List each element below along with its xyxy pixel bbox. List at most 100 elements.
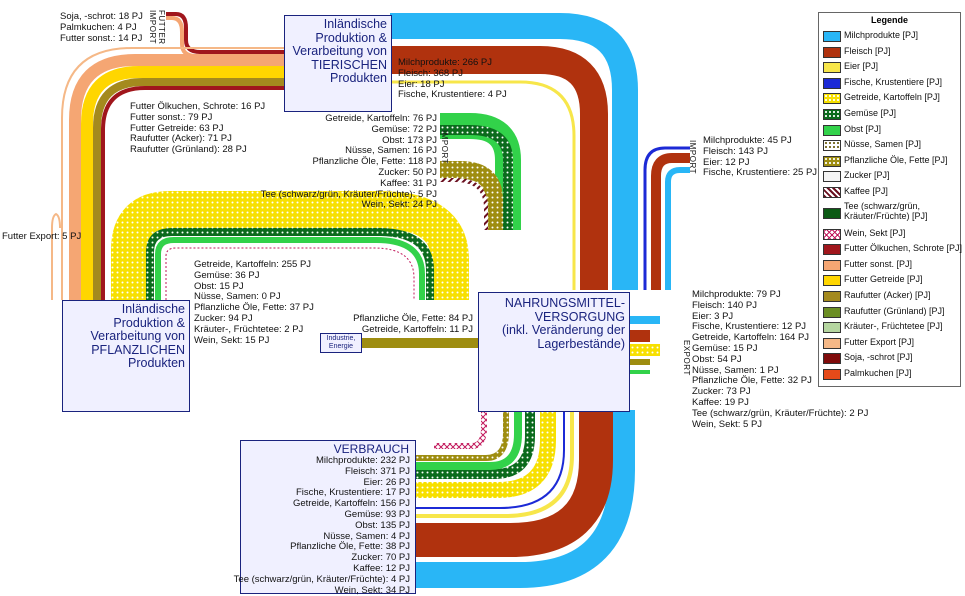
- tier-out-line: Fische, Krustentiere: 4 PJ: [398, 89, 507, 101]
- legend-label: Fleisch [PJ]: [844, 45, 891, 56]
- import-pflanz-line: Kaffee: 31 PJ: [380, 177, 437, 189]
- legend-label: Wein, Sekt [PJ]: [844, 227, 906, 238]
- legend-label: Raufutter (Acker) [PJ]: [844, 289, 931, 300]
- legend-label: Nüsse, Samen [PJ]: [844, 139, 922, 150]
- export-line: Obst: 54 PJ: [692, 353, 742, 365]
- legend-swatch: [823, 275, 841, 287]
- legend-swatch: [823, 244, 841, 256]
- legend-swatch: [823, 353, 841, 365]
- import-tier-line: Fleisch: 143 PJ: [703, 145, 768, 157]
- futter-import-labels: Soja, -schrot: 18 PJ Palmkuchen: 4 PJ Fu…: [60, 11, 143, 44]
- legend-item: Kaffee [PJ]: [822, 184, 957, 200]
- legend: Legende Milchprodukte [PJ]Fleisch [PJ]Ei…: [818, 12, 962, 387]
- futter-in-line: Raufutter (Grünland): 28 PJ: [130, 144, 247, 156]
- import-mid-vlabel: IMPORT: [440, 130, 449, 164]
- legend-label: Getreide, Kartoffeln [PJ]: [844, 92, 940, 103]
- industrie-line: Getreide, Kartoffeln: 11 PJ: [361, 323, 473, 335]
- export-line: Pflanzliche Öle, Fette: 32 PJ: [692, 375, 812, 387]
- legend-label: Milchprodukte [PJ]: [844, 30, 919, 40]
- export-line: Zucker: 73 PJ: [692, 386, 751, 398]
- verbrauch-line: Getreide, Kartoffeln: 156 PJ: [292, 498, 410, 510]
- import-pflanz-line: Getreide, Kartoffeln: 76 PJ: [325, 113, 437, 124]
- legend-label: Futter Getreide [PJ]: [844, 274, 923, 285]
- import-tier-line: Fische, Krustentiere: 25 PJ: [703, 167, 818, 179]
- verbrauch-line: Milchprodukte: 232 PJ: [316, 455, 410, 466]
- export-labels: Milchprodukte: 79 PJ Fleisch: 140 PJ Eie…: [692, 289, 868, 430]
- import-pflanz-line: Tee (schwarz/grün, Kräuter/Früchte): 5 P…: [260, 188, 437, 200]
- verbrauch-line: Tee (schwarz/grün, Kräuter/Früchte): 4 P…: [233, 573, 410, 585]
- tier-out-labels: Milchprodukte: 266 PJ Fleisch: 368 PJ Ei…: [398, 57, 507, 101]
- import-right-vlabel: IMPORT: [688, 140, 697, 174]
- legend-label: Kaffee [PJ]: [844, 185, 888, 196]
- legend-swatch: [823, 46, 841, 58]
- legend-item: Futter Getreide [PJ]: [822, 272, 957, 288]
- pflanz-out-line: Wein, Sekt: 15 PJ: [194, 334, 270, 346]
- legend-swatch: [823, 368, 841, 380]
- import-tier-line: Eier: 12 PJ: [703, 156, 750, 168]
- tier-out-line: Eier: 18 PJ: [398, 78, 445, 90]
- legend-label: Raufutter (Grünland) [PJ]: [844, 305, 945, 316]
- export-vlabel: EXPORT: [682, 340, 691, 376]
- futter-in-line: Futter Getreide: 63 PJ: [130, 122, 224, 134]
- verbrauch-line: Wein, Sekt: 34 PJ: [334, 584, 410, 596]
- verbrauch-line: Kaffee: 12 PJ: [353, 562, 410, 574]
- futter-import-line: Soja, -schrot: 18 PJ: [60, 11, 143, 22]
- legend-item: Fische, Krustentiere [PJ]: [822, 75, 957, 91]
- tierisch-node[interactable]: Inländische Produktion & Verarbeitung vo…: [284, 15, 392, 112]
- legend-title: Legende: [870, 15, 908, 25]
- futter-export-label: Futter Export: 5 PJ: [2, 231, 82, 242]
- futter-in-line: Futter Ölkuchen, Schrote: 16 PJ: [130, 101, 266, 112]
- verbrauch-line: Fleisch: 371 PJ: [345, 465, 410, 477]
- legend-swatch: [823, 93, 841, 105]
- legend-item: Kräuter-, Früchtetee [PJ]: [822, 319, 957, 335]
- pflanz-out-line: Obst: 15 PJ: [194, 280, 244, 292]
- futter-in-line: Futter sonst.: 79 PJ: [130, 111, 213, 123]
- import-pflanz-line: Zucker: 50 PJ: [378, 166, 437, 178]
- legend-item: Futter Export [PJ]: [822, 335, 957, 351]
- legend-swatch: [823, 31, 841, 42]
- pflanzlich-title: Inländische Produktion & Verarbeitung vo…: [90, 302, 185, 370]
- legend-item: Zucker [PJ]: [822, 168, 957, 184]
- export-line: Getreide, Kartoffeln: 164 PJ: [692, 332, 810, 344]
- legend-item: Getreide, Kartoffeln [PJ]: [822, 90, 957, 106]
- futter-import-line: Palmkuchen: 4 PJ: [60, 21, 137, 33]
- futter-import-line: Futter sonst.: 14 PJ: [60, 32, 143, 44]
- legend-swatch: [823, 337, 841, 349]
- verbrauch-line: Fische, Krustentiere: 17 PJ: [295, 487, 410, 499]
- legend-label: Obst [PJ]: [844, 123, 882, 134]
- versorgung-title: NAHRUNGSMITTEL- VERSORGUNG (inkl. Veränd…: [502, 296, 625, 351]
- verbrauch-title: VERBRAUCH: [333, 442, 409, 456]
- import-pflanz-line: Nüsse, Samen: 16 PJ: [345, 145, 437, 157]
- legend-swatch: [823, 228, 841, 240]
- verbrauch-line: Pflanzliche Öle, Fette: 38 PJ: [290, 541, 410, 553]
- industrie-node[interactable]: Industrie, Energie: [320, 333, 362, 353]
- legend-swatch: [823, 108, 841, 120]
- verbrauch-labels: Milchprodukte: 232 PJ Fleisch: 371 PJ Ei…: [233, 455, 410, 596]
- pflanzlich-node[interactable]: Inländische Produktion & Verarbeitung vo…: [62, 300, 190, 412]
- import-pflanz-labels: Getreide, Kartoffeln: 76 PJ Gemüse: 72 P…: [260, 113, 437, 211]
- pflanz-out-line: Gemüse: 36 PJ: [194, 269, 260, 281]
- versorgung-node[interactable]: NAHRUNGSMITTEL- VERSORGUNG (inkl. Veränd…: [478, 292, 630, 412]
- legend-label: Pflanzliche Öle, Fette [PJ]: [844, 154, 948, 165]
- verbrauch-node[interactable]: VERBRAUCH: [240, 440, 416, 594]
- legend-label: Tee (schwarz/grün, Kräuter/Früchte) [PJ]: [844, 200, 928, 222]
- futter-import-vlabel: FUTTER IMPORT: [148, 10, 166, 45]
- import-tier-labels: Milchprodukte: 45 PJ Fleisch: 143 PJ Eie…: [703, 135, 818, 179]
- legend-item: Wein, Sekt [PJ]: [822, 226, 957, 242]
- industrie-line: Pflanzliche Öle, Fette: 84 PJ: [353, 313, 473, 324]
- legend-swatch: [823, 77, 841, 89]
- verbrauch-line: Zucker: 70 PJ: [351, 552, 410, 564]
- legend-item: Futter Ölkuchen, Schrote [PJ]: [822, 241, 962, 257]
- legend-label: Zucker [PJ]: [844, 170, 890, 181]
- futter-in-labels: Futter Ölkuchen, Schrote: 16 PJ Futter s…: [130, 101, 266, 156]
- pflanz-out-line: Zucker: 94 PJ: [194, 312, 253, 324]
- tierisch-title: Inländische Produktion & Verarbeitung vo…: [292, 17, 387, 85]
- legend-item: Raufutter (Acker) [PJ]: [822, 288, 957, 304]
- legend-swatch: [823, 62, 841, 74]
- legend-swatch: [823, 124, 841, 136]
- import-pflanz-line: Wein, Sekt: 24 PJ: [361, 199, 437, 211]
- verbrauch-line: Obst: 135 PJ: [355, 519, 410, 531]
- legend-swatch: [823, 140, 841, 152]
- legend-label: Futter Export [PJ]: [844, 336, 915, 347]
- legend-swatch: [823, 171, 841, 183]
